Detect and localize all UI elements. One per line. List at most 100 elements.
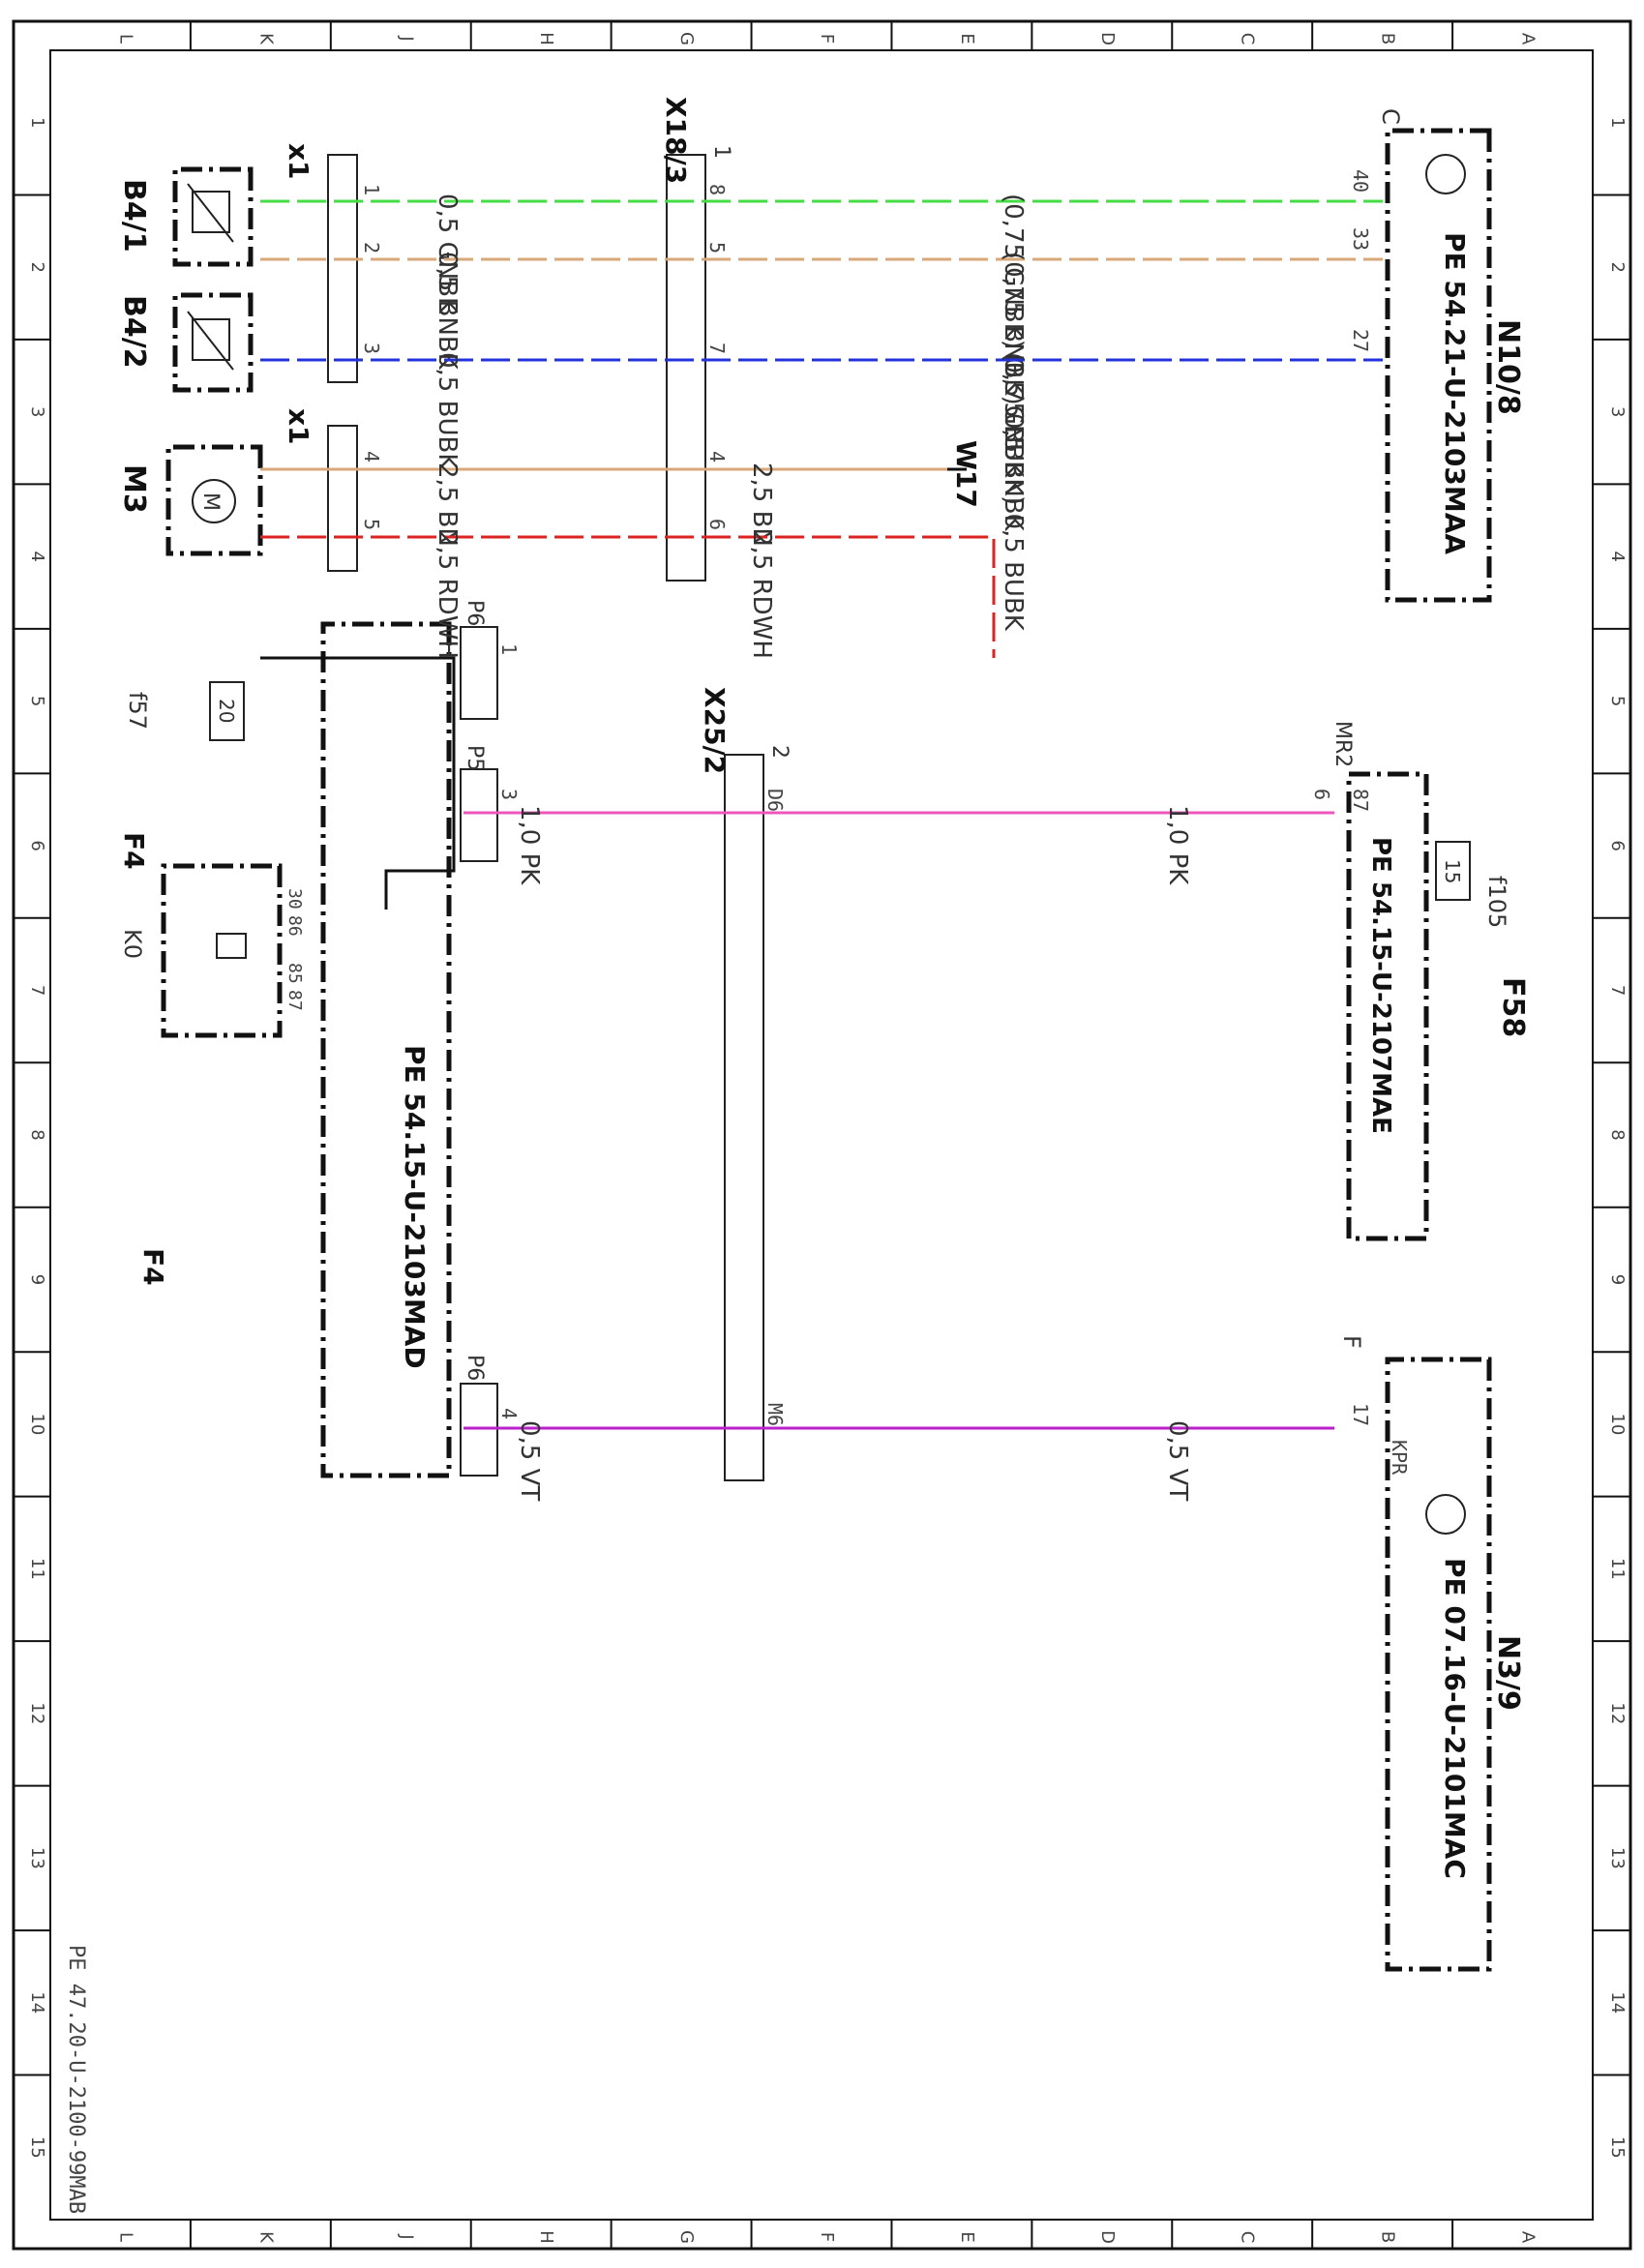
grid-row-label-left: 4	[27, 551, 47, 561]
wire-gnbk-left-label: 0,5 GNBK	[433, 194, 462, 314]
grid-col-label-bottom: D	[1097, 2230, 1118, 2244]
p6-top-label: P6	[463, 600, 487, 626]
k0-pin-85: 85	[284, 963, 305, 984]
m3-box	[165, 444, 263, 556]
n10-8-label: N10/8	[1491, 319, 1525, 415]
grid-row-label-right: 3	[1607, 406, 1628, 417]
grid-row-label-left: 1	[27, 117, 47, 128]
p6-bottom-pin: 4	[497, 1408, 521, 1419]
wire-rdwh	[260, 535, 996, 658]
grid-row-label-right: 10	[1607, 1413, 1628, 1435]
b4-1-box	[172, 166, 254, 267]
n10-8-ref: PE 54.21-U-2103MAA	[1439, 232, 1471, 554]
grid-row-label-left: 15	[27, 2136, 47, 2159]
k0-pin-87: 87	[284, 990, 305, 1011]
f57-value: 20	[215, 699, 238, 723]
m3-motor-symbol	[192, 479, 236, 523]
f4-box	[320, 621, 452, 1478]
n3-9-ref: PE 07.16-U-2101MAC	[1439, 1558, 1471, 1879]
grid-row-label-right: 4	[1607, 551, 1628, 561]
grid-col-label-top: C	[1238, 33, 1258, 45]
inner-frame	[49, 49, 1594, 2221]
f4-ref: PE 54.15-U-2103MAD	[399, 1045, 431, 1369]
x18-3-pin-7: 7	[705, 343, 729, 354]
x1-bottom-label: x1	[283, 408, 314, 445]
grid-row-label-left: 12	[27, 1702, 47, 1724]
k0-pin-30: 30	[284, 888, 305, 910]
wire-vt-right-label: 0,5 VT	[1163, 1420, 1192, 1501]
x1-bottom-connector	[327, 425, 358, 572]
grid-col-label-bottom: L	[115, 2232, 135, 2242]
grid-col-label-top: E	[957, 33, 977, 44]
wire-rdwh-right-label: 2,5 RDWH	[747, 530, 776, 659]
grid-col-label-top: A	[1518, 33, 1539, 45]
mr2-pin: 6	[1310, 789, 1333, 800]
k0-coil	[216, 933, 247, 959]
wire-pk-left-label: 1,0 PK	[515, 805, 544, 885]
x18-3-pos: 1	[709, 145, 733, 159]
grid-col-label-bottom: C	[1238, 2231, 1258, 2244]
n10-8-pin-33: 33	[1349, 227, 1372, 251]
grid-col-label-bottom: A	[1518, 2231, 1539, 2244]
f105-value: 15	[1441, 859, 1464, 883]
x18-3-pin-6: 6	[705, 519, 729, 530]
grid-col-label-bottom: K	[255, 2231, 276, 2244]
grid-row-label-right: 15	[1607, 2136, 1628, 2159]
wire-bn-left-label: 2,5 BN	[433, 463, 462, 547]
grid-col-label-top: G	[676, 32, 697, 45]
n3-9-pin-kpr: KPR	[1388, 1440, 1411, 1476]
grid-row-label-left: 3	[27, 406, 47, 417]
wire-vt-left-label: 0,5 VT	[515, 1420, 544, 1501]
grid-row-label-left: 9	[27, 1274, 47, 1285]
b4-1-label: B4/1	[117, 179, 151, 253]
wire-bn-right-label: 2,5 BN	[747, 463, 776, 547]
grid-row-label-left: 8	[27, 1129, 47, 1140]
b4-2-label: B4/2	[117, 295, 151, 369]
n10-8-box	[1385, 128, 1492, 603]
wire-bubk-left-label: 0,5 BUBK	[433, 352, 462, 470]
grid-col-label-top: F	[817, 34, 837, 44]
x18-3-pin-5: 5	[705, 242, 729, 254]
f58-ref: PE 54.15-U-2107MAE	[1366, 837, 1395, 1134]
grid-col-label-bottom: E	[957, 2231, 977, 2242]
p6-top-pin: 1	[497, 643, 521, 655]
n10-8-transistor-icon	[1425, 154, 1466, 194]
n10-8-pos: C	[1377, 108, 1404, 125]
x25-2-pin-m6: M6	[763, 1403, 787, 1426]
grid-row-label-right: 14	[1607, 1991, 1628, 2014]
x1-pin-1: 1	[360, 184, 383, 195]
grid-row-label-left: 7	[27, 985, 47, 996]
f105-fuse	[1435, 841, 1471, 901]
document-id: PE 47.20-U-2100-99MAB	[64, 1945, 88, 2214]
p5-label: P5	[463, 745, 487, 771]
grid-row-label-right: 12	[1607, 1702, 1628, 1724]
f58-box	[1346, 771, 1429, 1241]
x18-3-pin-8: 8	[705, 184, 729, 195]
wire-bnbk-right-label: (0,75 BNBK) 0,5 BNBK	[999, 252, 1028, 532]
p5-pin: 3	[497, 789, 521, 800]
f105-label: f105	[1483, 876, 1510, 928]
p6-bottom-label: P6	[463, 1355, 487, 1381]
x1-pin-5: 5	[360, 519, 383, 530]
grid-col-label-top: K	[255, 33, 276, 45]
wire-bnbk-left-label: 0,5 BNBK	[433, 252, 462, 371]
grid-row-label-right: 11	[1607, 1558, 1628, 1580]
grid-row-label-left: 11	[27, 1558, 47, 1580]
grid-row-label-left: 14	[27, 1991, 47, 2014]
grid-col-label-bottom: B	[1378, 2231, 1398, 2243]
grid-col-label-top: L	[115, 34, 135, 44]
b4-2-arrow	[187, 311, 234, 371]
grid-row-label-right: 1	[1607, 117, 1628, 128]
grid-row-label-right: 7	[1607, 985, 1628, 996]
x1-pin-3: 3	[360, 343, 383, 354]
x25-2-pos: 2	[767, 745, 792, 759]
grid-row-label-right: 5	[1607, 696, 1628, 706]
f57-fuse	[209, 681, 245, 741]
outer-frame	[12, 19, 1632, 2251]
x1-pin-4: 4	[360, 451, 383, 463]
f57-label: f57	[124, 692, 151, 730]
wire-pk-right-label: 1,0 PK	[1163, 805, 1192, 885]
n10-8-pin-27: 27	[1349, 329, 1372, 352]
k0-label: K0	[119, 929, 146, 959]
n3-9-label: N3/9	[1491, 1635, 1525, 1711]
